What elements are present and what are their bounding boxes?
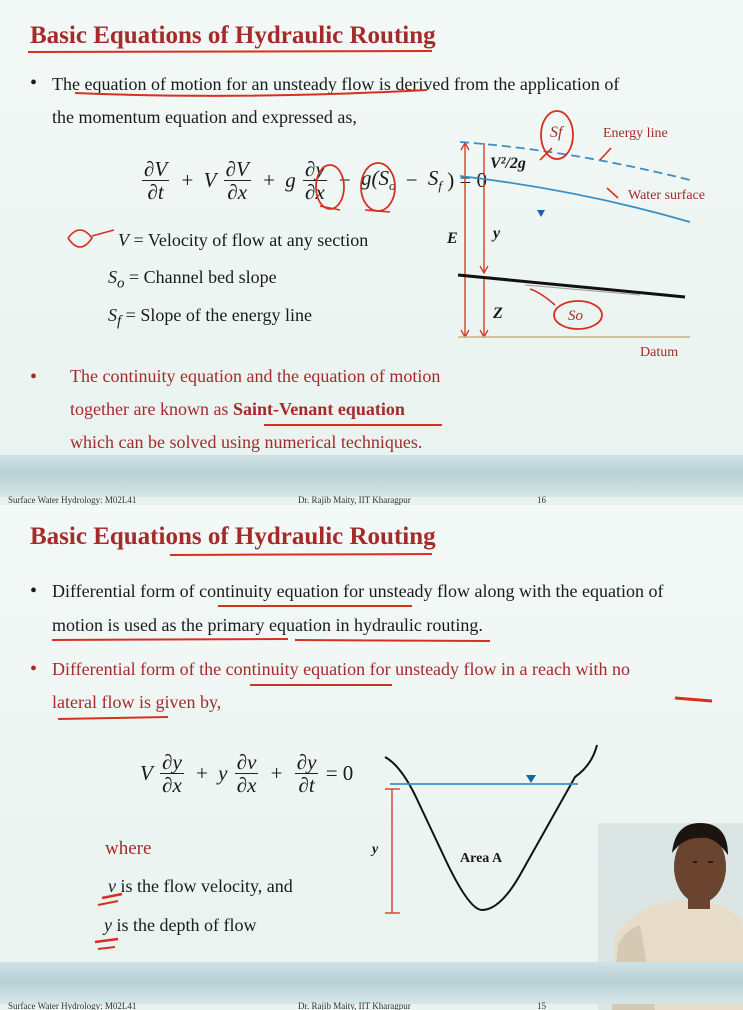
depth-y-label: y — [370, 842, 379, 857]
bullet-dot: • — [30, 580, 38, 602]
bullet1-line1: The equation of motion for an unsteady f… — [52, 74, 620, 94]
definition-energy-slope: Sf = Slope of the energy line — [108, 305, 312, 330]
bullet1-line1: Differential form of continuity equation… — [52, 581, 664, 601]
eq-term-dvdx: ∂V∂x — [223, 157, 251, 204]
title-underline — [27, 50, 433, 53]
bullet-dot: • — [30, 658, 38, 680]
definition-bed-slope: So = Channel bed slope — [108, 267, 277, 292]
eq-term-dydx: ∂y∂x — [302, 157, 327, 204]
footer-band — [0, 455, 743, 497]
footer-author: Dr. Rajib Maity, IIT Kharagpur — [298, 1001, 411, 1010]
channel-cross-section: y Area A — [370, 744, 598, 914]
datum-label: Datum — [640, 345, 678, 360]
bullet1-line2: the momentum equation and expressed as, — [52, 107, 357, 127]
eq-term-sf: Sf — [427, 166, 442, 194]
sf-label: Sf — [550, 124, 565, 141]
definition-velocity: V = Velocity of flow at any section — [118, 230, 369, 250]
velocity-head-label: V²/2g — [490, 155, 526, 172]
definition-flow-depth: y is the depth of flow — [104, 915, 257, 935]
pen-annotations — [67, 89, 442, 426]
slide-15: Basic Equations of Hydraulic Routing • D… — [0, 505, 743, 1010]
so-label: So — [568, 308, 584, 324]
bullet1-line2: motion is used as the primary equation i… — [52, 615, 483, 635]
energy-E-label: E — [446, 230, 458, 247]
footer-page-number: 16 — [537, 495, 546, 505]
footer-author: Dr. Rajib Maity, IIT Kharagpur — [298, 495, 411, 505]
where-label: where — [105, 838, 152, 859]
bullet2-line2: together are known as Saint-Venant equat… — [70, 399, 405, 419]
bullet2-line3: which can be solved using numerical tech… — [70, 432, 423, 452]
bullet2-line1: Differential form of the continuity equa… — [52, 659, 630, 679]
water-surface-label: Water surface — [628, 188, 705, 203]
title-underline — [169, 553, 433, 556]
footer-page-number: 15 — [537, 1001, 546, 1010]
energy-line-label: Energy line — [603, 126, 668, 141]
footer-course: Surface Water Hydrology: M02L41 — [8, 1001, 137, 1010]
eq-term-dvdt: ∂V∂t — [142, 157, 170, 204]
pen-annotations — [51, 605, 713, 950]
presenter-video — [598, 823, 743, 1010]
bullet2-line1: The continuity equation and the equation… — [70, 366, 441, 386]
bullet-dot: • — [30, 72, 38, 94]
slide-title: Basic Equations of Hydraulic Routing — [30, 523, 436, 550]
footer-band — [0, 962, 743, 1004]
depth-y-label: y — [491, 225, 501, 242]
continuity-equation: V ∂y∂x + y ∂v∂x + ∂y∂t = 0 — [140, 750, 354, 797]
elevation-Z-label: Z — [492, 305, 503, 322]
footer-course: Surface Water Hydrology: M02L41 — [8, 495, 137, 505]
slide-16: Basic Equations of Hydraulic Routing • T… — [0, 0, 743, 505]
slide-title: Basic Equations of Hydraulic Routing — [30, 22, 436, 49]
definition-flow-velocity: v is the flow velocity, and — [108, 876, 293, 896]
area-label: Area A — [460, 851, 503, 866]
bullet-dot: • — [30, 366, 38, 388]
channel-section-diagram: Energy line Water surface V²/2g E y Z Sf… — [446, 110, 705, 360]
bullet2-line2: lateral flow is given by, — [52, 692, 222, 712]
